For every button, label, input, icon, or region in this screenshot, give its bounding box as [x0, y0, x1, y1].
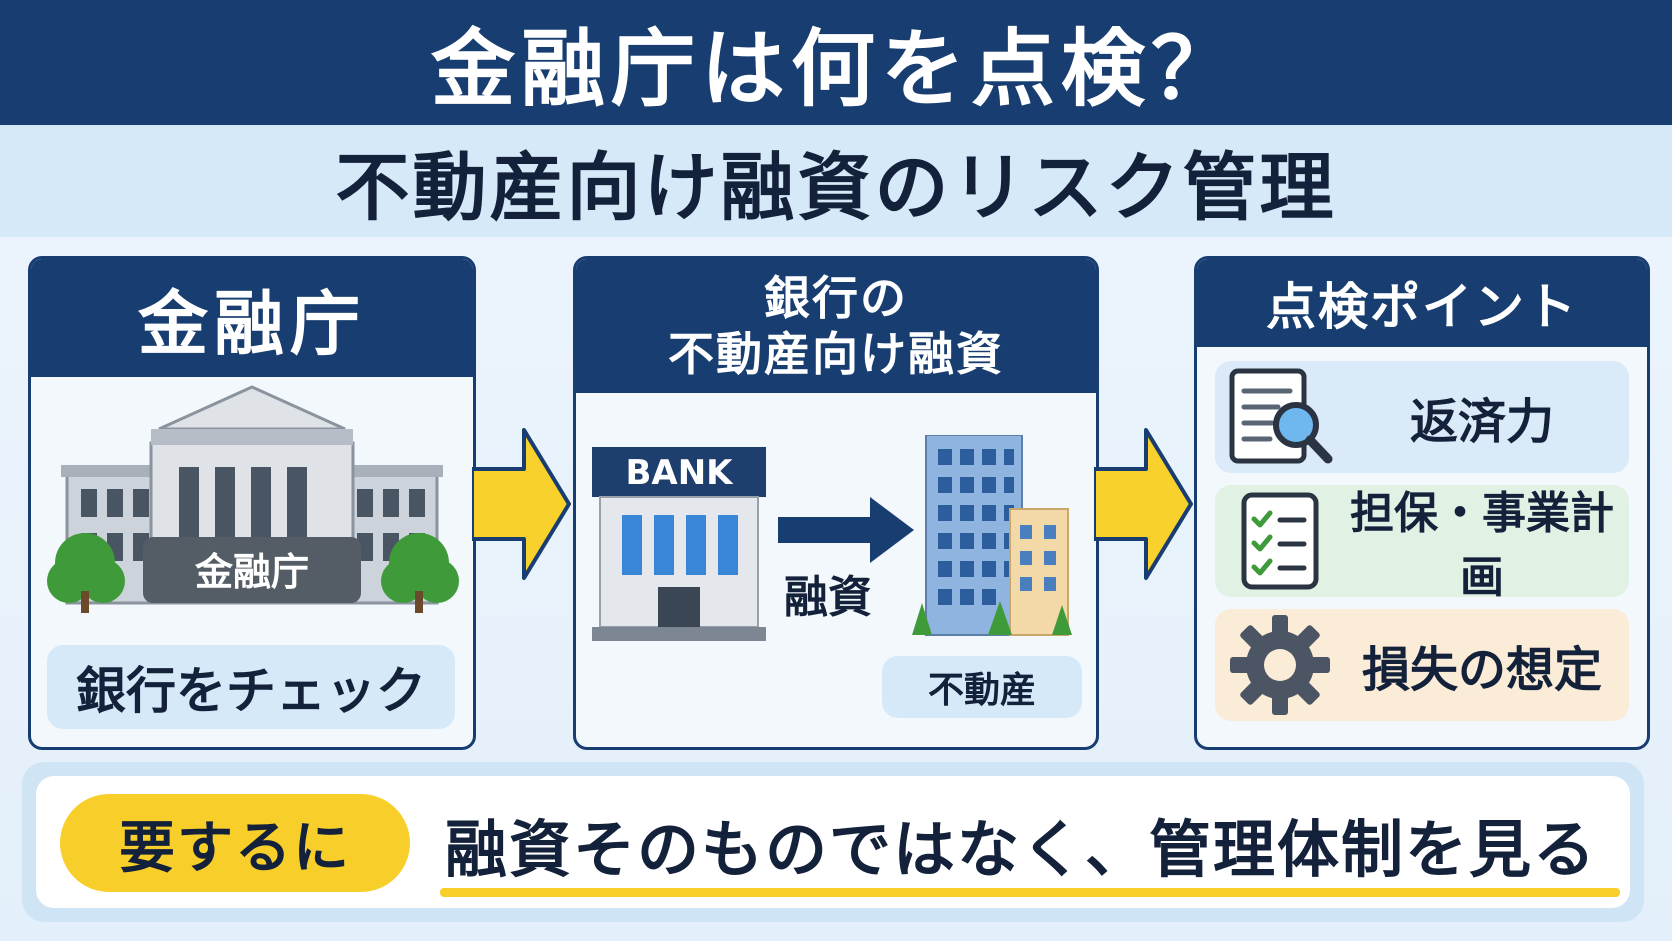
summary-text: 融資そのものではなく、管理体制を見る — [444, 813, 1597, 886]
arrow-right-icon — [472, 428, 571, 580]
loan-arrow-icon — [778, 497, 914, 563]
page-title: 金融庁は何を点検？ — [430, 20, 1241, 118]
real-estate-label: 不動産 — [882, 656, 1082, 718]
loan-label: 融資 — [784, 572, 872, 623]
points-panel: 点検ポイント 返済力 — [1194, 256, 1650, 750]
point-label: 担保・事業計画 — [1350, 488, 1614, 603]
bank-panel-heading: 銀行の 不動産向け融資 — [576, 259, 1096, 393]
point-label: 返済力 — [1409, 394, 1554, 450]
bank-panel-heading-line1: 銀行の — [764, 271, 908, 325]
government-building-icon: 金融庁 — [47, 385, 459, 613]
bank-sign-text: BANK — [625, 453, 734, 493]
point-item-loss: 損失の想定 — [1215, 609, 1629, 721]
point-item-collateral: 担保・事業計画 — [1215, 485, 1629, 603]
document-search-icon — [1229, 368, 1333, 464]
title-bar: 金融庁は何を点検？ — [0, 0, 1672, 125]
page-subtitle: 不動産向け融資のリスク管理 — [335, 144, 1337, 231]
point-item-repayment: 返済力 — [1215, 361, 1629, 473]
point-label: 損失の想定 — [1361, 642, 1602, 698]
fsa-caption: 銀行をチェック — [47, 645, 455, 729]
subtitle-band: 不動産向け融資のリスク管理 — [0, 125, 1672, 237]
summary-inner: 要するに 融資そのものではなく、管理体制を見る — [36, 776, 1630, 908]
summary-bar: 要するに 融資そのものではなく、管理体制を見る — [22, 762, 1644, 922]
fsa-panel: 金融庁 — [28, 256, 476, 750]
gear-icon — [1230, 615, 1330, 715]
points-panel-heading: 点検ポイント — [1197, 259, 1647, 347]
summary-badge: 要するに — [60, 794, 410, 892]
summary-underline — [440, 888, 1620, 897]
bank-panel-heading-line2: 不動産向け融資 — [668, 327, 1004, 381]
bank-panel: 銀行の 不動産向け融資 BANK 融資 — [573, 256, 1099, 750]
real-estate-building-icon — [912, 435, 1072, 636]
fsa-panel-heading: 金融庁 — [31, 259, 473, 377]
fsa-sign-text: 金融庁 — [194, 550, 309, 594]
arrow-right-icon — [1094, 428, 1193, 580]
bank-building-icon: BANK — [592, 447, 766, 641]
checklist-icon — [1241, 492, 1319, 590]
